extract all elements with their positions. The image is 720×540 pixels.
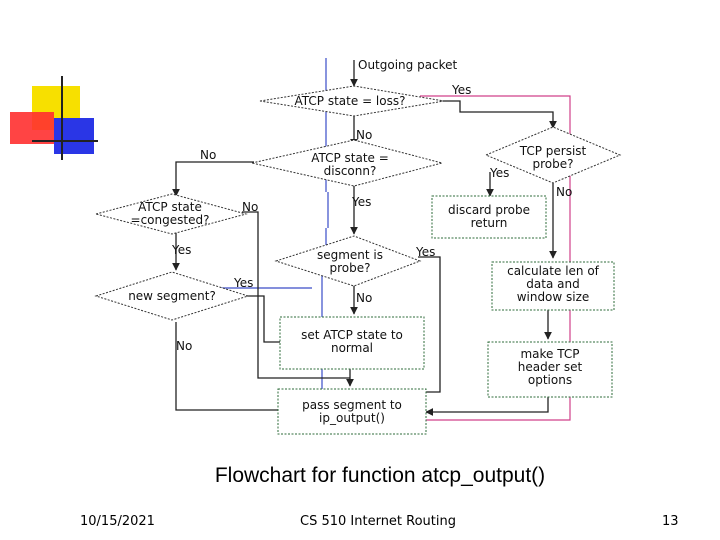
decision-congested-diamond xyxy=(94,193,248,235)
decision-newseg-diamond xyxy=(94,271,250,321)
edge-label-disconn-yes: Yes xyxy=(351,195,371,209)
process-discard-label-1: discard probe xyxy=(448,203,530,217)
edge-label-persist-yes: Yes xyxy=(489,166,509,180)
decision-congested-label-2: =congested? xyxy=(131,213,210,227)
edge-newseg-normal xyxy=(245,295,280,343)
decision-newseg-label: new segment? xyxy=(128,289,216,303)
process-normal-label-2: normal xyxy=(331,341,373,355)
slide-logo xyxy=(10,76,98,160)
edge-label-disconn-no: No xyxy=(200,148,216,162)
edge-header-pass xyxy=(425,397,549,416)
edge-newseg-pass xyxy=(175,322,278,411)
process-header-box xyxy=(487,341,613,398)
flowchart: Outgoing packet ATCP state = loss? ATCP … xyxy=(94,58,622,435)
footer-date: 10/15/2021 xyxy=(80,514,155,529)
edge-congested-pass xyxy=(242,211,350,379)
edge-label-congested-no: No xyxy=(242,200,258,214)
process-normal-box xyxy=(279,316,425,370)
decision-disconn-label-2: disconn? xyxy=(324,164,377,178)
process-pass-label-1: pass segment to xyxy=(302,398,402,412)
process-header-label-3: options xyxy=(528,373,572,387)
edge-label-persist-no: No xyxy=(556,185,572,199)
edge-loss-persist xyxy=(425,100,557,129)
process-discard-box xyxy=(431,195,547,239)
edge-labels: Yes No No Yes Yes No No Yes Yes No Yes N… xyxy=(171,83,572,353)
start-label: Outgoing packet xyxy=(358,58,458,72)
decision-persist-diamond xyxy=(484,126,622,184)
edge-label-loss-no: No xyxy=(356,128,372,142)
edge-label-newseg-yes: Yes xyxy=(233,276,253,290)
decision-disconn-diamond xyxy=(251,139,444,187)
edge-disconn-congested xyxy=(172,161,254,197)
node-texts: Outgoing packet ATCP state = loss? ATCP … xyxy=(128,58,599,425)
process-shapes xyxy=(277,195,615,435)
footer-page-number: 13 xyxy=(662,514,679,529)
logo-blue-square xyxy=(54,118,94,154)
process-normal-label-1: set ATCP state to xyxy=(301,328,403,342)
process-pass-label-2: ip_output() xyxy=(319,411,385,425)
connectors xyxy=(172,60,557,416)
decision-disconn-label-1: ATCP state = xyxy=(311,151,389,165)
edge-label-loss-yes: Yes xyxy=(451,83,471,97)
decision-persist-label-1: TCP persist xyxy=(519,144,587,158)
logo-red-square xyxy=(10,112,54,144)
footer-course-title: CS 510 Internet Routing xyxy=(300,514,456,529)
decision-probe-label-2: probe? xyxy=(330,261,371,275)
process-pass-box xyxy=(277,388,427,435)
edge-label-newseg-no: No xyxy=(176,339,192,353)
slide-caption: Flowchart for function atcp_output() xyxy=(214,464,546,487)
process-header-label-2: header set xyxy=(518,360,583,374)
process-calc-label-1: calculate len of xyxy=(507,264,600,278)
decision-shapes xyxy=(94,85,622,321)
decision-loss-label: ATCP state = loss? xyxy=(295,94,406,108)
decision-probe-diamond xyxy=(274,235,422,287)
edge-label-probe-no: No xyxy=(356,291,372,305)
decision-loss-diamond xyxy=(259,85,445,117)
edge-label-congested-yes: Yes xyxy=(171,243,191,257)
decision-persist-label-2: probe? xyxy=(533,157,574,171)
edge-label-probe-yes: Yes xyxy=(415,245,435,259)
process-calc-box xyxy=(491,261,615,311)
blue-overlay-line xyxy=(175,58,329,411)
process-calc-label-2: data and xyxy=(526,277,579,291)
process-calc-label-3: window size xyxy=(517,290,590,304)
process-discard-label-2: return xyxy=(471,216,508,230)
decision-congested-label-1: ATCP state xyxy=(138,200,202,214)
edge-probe-calc xyxy=(418,256,441,393)
process-header-label-1: make TCP xyxy=(520,347,579,361)
decision-probe-label-1: segment is xyxy=(317,248,383,262)
